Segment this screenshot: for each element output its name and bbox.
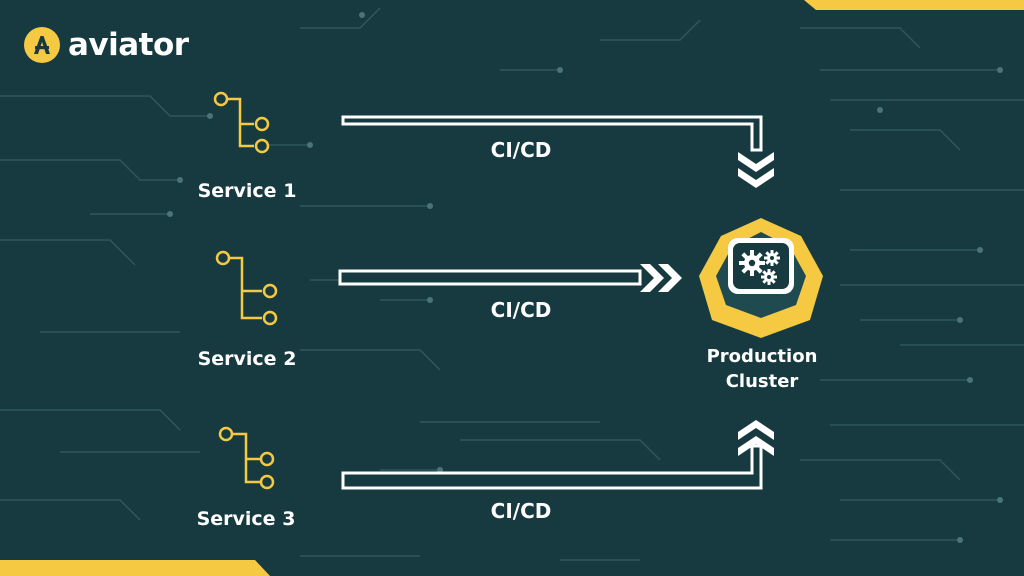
aviator-logo: aviator (24, 27, 189, 63)
corner-accent-top (804, 0, 1024, 10)
pipeline-3-label: CI/CD (490, 499, 552, 523)
branch-icon (218, 426, 275, 490)
pipeline-1-label: CI/CD (490, 138, 552, 162)
pipeline-2-label: CI/CD (490, 298, 552, 322)
gears-icon (728, 238, 794, 294)
aviator-a-icon (24, 27, 60, 63)
production-cluster-node (699, 218, 823, 338)
service-3-label: Service 3 (196, 508, 296, 530)
cluster-label: Production Cluster (707, 344, 818, 394)
pipeline-3-line (341, 444, 763, 490)
chevron-up-icon (738, 420, 774, 456)
chevron-right-icon (640, 264, 682, 292)
corner-accent-bottom (0, 560, 270, 576)
service-2-label: Service 2 (197, 348, 297, 370)
pipeline-1-line (341, 115, 763, 152)
branch-icon (213, 91, 270, 154)
pipeline-2-line (338, 269, 642, 286)
cluster-label-line-1: Production (706, 346, 818, 367)
cluster-label-line-2: Cluster (725, 371, 799, 392)
brand-name: aviator (68, 26, 189, 63)
chevron-down-icon (738, 152, 774, 188)
branch-icon (215, 250, 278, 326)
service-1-label: Service 1 (197, 180, 297, 202)
